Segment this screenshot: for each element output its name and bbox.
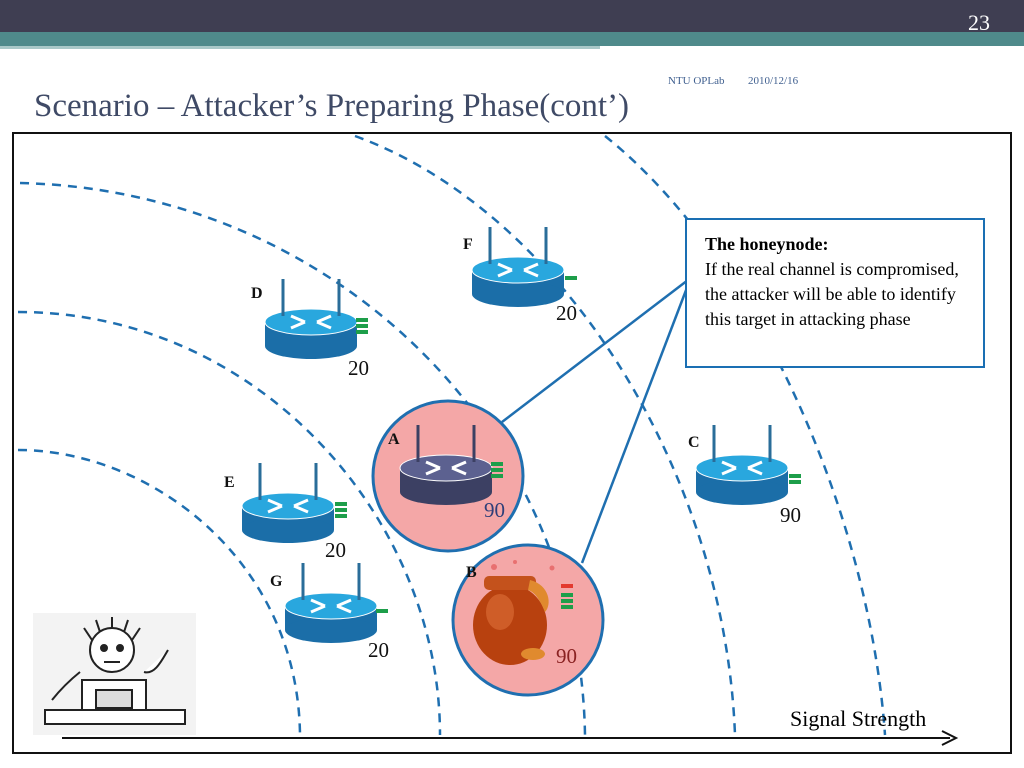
slide-title: Scenario – Attacker’s Preparing Phase(co… xyxy=(34,88,630,124)
node-value-g: 20 xyxy=(368,638,389,662)
router-d-icon xyxy=(263,277,359,361)
signal-axis-arrowhead xyxy=(941,730,959,746)
honeynode-callout: The honeynode: If the real channel is co… xyxy=(685,218,985,368)
node-value-c: 90 xyxy=(780,503,801,527)
attacker-illustration xyxy=(33,613,196,735)
signal-ring-5 xyxy=(604,135,887,736)
axis-label: Signal Strength xyxy=(790,706,927,731)
signal-ring-2 xyxy=(17,310,442,736)
signal-bars-e xyxy=(335,502,347,518)
node-value-b: 90 xyxy=(556,644,577,668)
callout-heading: The honeynode: xyxy=(705,234,829,254)
slide-number: 23 xyxy=(968,10,990,35)
accent-line xyxy=(0,46,600,49)
node-label-d: D xyxy=(251,285,263,302)
callout-body: If the real channel is compromised, the … xyxy=(705,259,959,329)
node-value-d: 20 xyxy=(348,356,369,380)
node-value-e: 20 xyxy=(325,538,346,562)
node-label-b: B xyxy=(466,564,477,581)
top-bar xyxy=(0,0,1024,32)
router-g-icon xyxy=(283,561,379,645)
node-label-g: G xyxy=(270,573,283,590)
node-label-e: E xyxy=(224,474,235,491)
accent-bar xyxy=(0,32,1024,46)
node-label-c: C xyxy=(688,434,700,451)
node-value-a: 90 xyxy=(484,498,505,522)
signal-ring-1 xyxy=(17,448,302,736)
node-value-f: 20 xyxy=(556,301,577,325)
signal-bars-a xyxy=(491,462,503,478)
date-label: 2010/12/16 xyxy=(748,75,799,87)
signal-bars-d xyxy=(356,318,368,334)
node-label-f: F xyxy=(463,236,473,253)
org-label: NTU OPLab xyxy=(668,75,725,87)
router-c-icon xyxy=(694,423,790,507)
callout-connector-a xyxy=(501,279,689,423)
signal-bars-f xyxy=(565,276,577,280)
signal-ring-4 xyxy=(354,134,737,736)
signal-bars-b xyxy=(561,584,573,609)
diagram-frame xyxy=(12,132,1012,754)
callout-connector-b xyxy=(580,284,690,564)
honeypot-icon xyxy=(473,560,555,665)
signal-bars-g xyxy=(376,609,388,613)
signal-bars-c-bottom xyxy=(789,480,801,484)
node-label-a: A xyxy=(388,431,400,448)
signal-bars-c-top xyxy=(789,474,801,478)
router-e-icon xyxy=(240,461,336,545)
